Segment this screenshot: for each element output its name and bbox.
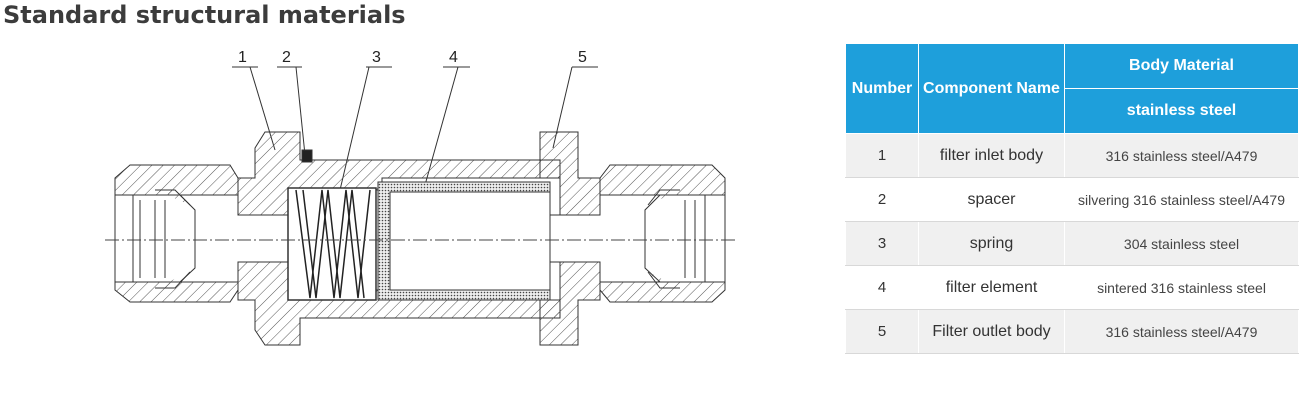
header-body-material: Body Material: [1064, 43, 1299, 89]
table-row: 4 filter element sintered 316 stainless …: [845, 265, 1299, 310]
cell-material: sintered 316 stainless steel: [1064, 265, 1299, 310]
callout-label-1: 1: [238, 49, 247, 66]
cell-number: 2: [845, 177, 919, 222]
filter-element: [377, 181, 551, 301]
table-row: 3 spring 304 stainless steel: [845, 221, 1299, 266]
outlet-body: [539, 131, 601, 346]
cell-material: 304 stainless steel: [1064, 221, 1299, 266]
cell-number: 1: [845, 133, 919, 178]
cell-number: 3: [845, 221, 919, 266]
cell-material: silvering 316 stainless steel/A479: [1064, 177, 1299, 222]
table-row: 5 Filter outlet body 316 stainless steel…: [845, 309, 1299, 354]
header-component-name: Component Name: [918, 43, 1065, 134]
right-nut: [599, 164, 726, 303]
callout-label-2: 2: [282, 49, 291, 66]
cell-name: spacer: [918, 177, 1065, 222]
cell-name: filter element: [918, 265, 1065, 310]
cell-name: spring: [918, 221, 1065, 266]
cell-number: 5: [845, 309, 919, 354]
cell-name: Filter outlet body: [918, 309, 1065, 354]
spring: [287, 187, 377, 301]
cell-number: 4: [845, 265, 919, 310]
table-row: 1 filter inlet body 316 stainless steel/…: [845, 133, 1299, 178]
header-number: Number: [845, 43, 919, 134]
callout-label-5: 5: [578, 49, 587, 66]
callout-label-4: 4: [449, 49, 458, 66]
filter-cross-section-diagram: 1 2 3 4 5: [105, 49, 735, 346]
cell-name: filter inlet body: [918, 133, 1065, 178]
header-stainless-steel: stainless steel: [1064, 88, 1299, 134]
cell-material: 316 stainless steel/A479: [1064, 309, 1299, 354]
cell-material: 316 stainless steel/A479: [1064, 133, 1299, 178]
callout-label-3: 3: [372, 49, 381, 66]
table-row: 2 spacer silvering 316 stainless steel/A…: [845, 177, 1299, 222]
page-title: Standard structural materials: [3, 1, 406, 29]
callout-2: 2: [277, 49, 306, 156]
left-ferrule: [139, 189, 191, 289]
spacer: [301, 149, 313, 163]
materials-table: Number Component Name Body Material stai…: [845, 43, 1299, 354]
